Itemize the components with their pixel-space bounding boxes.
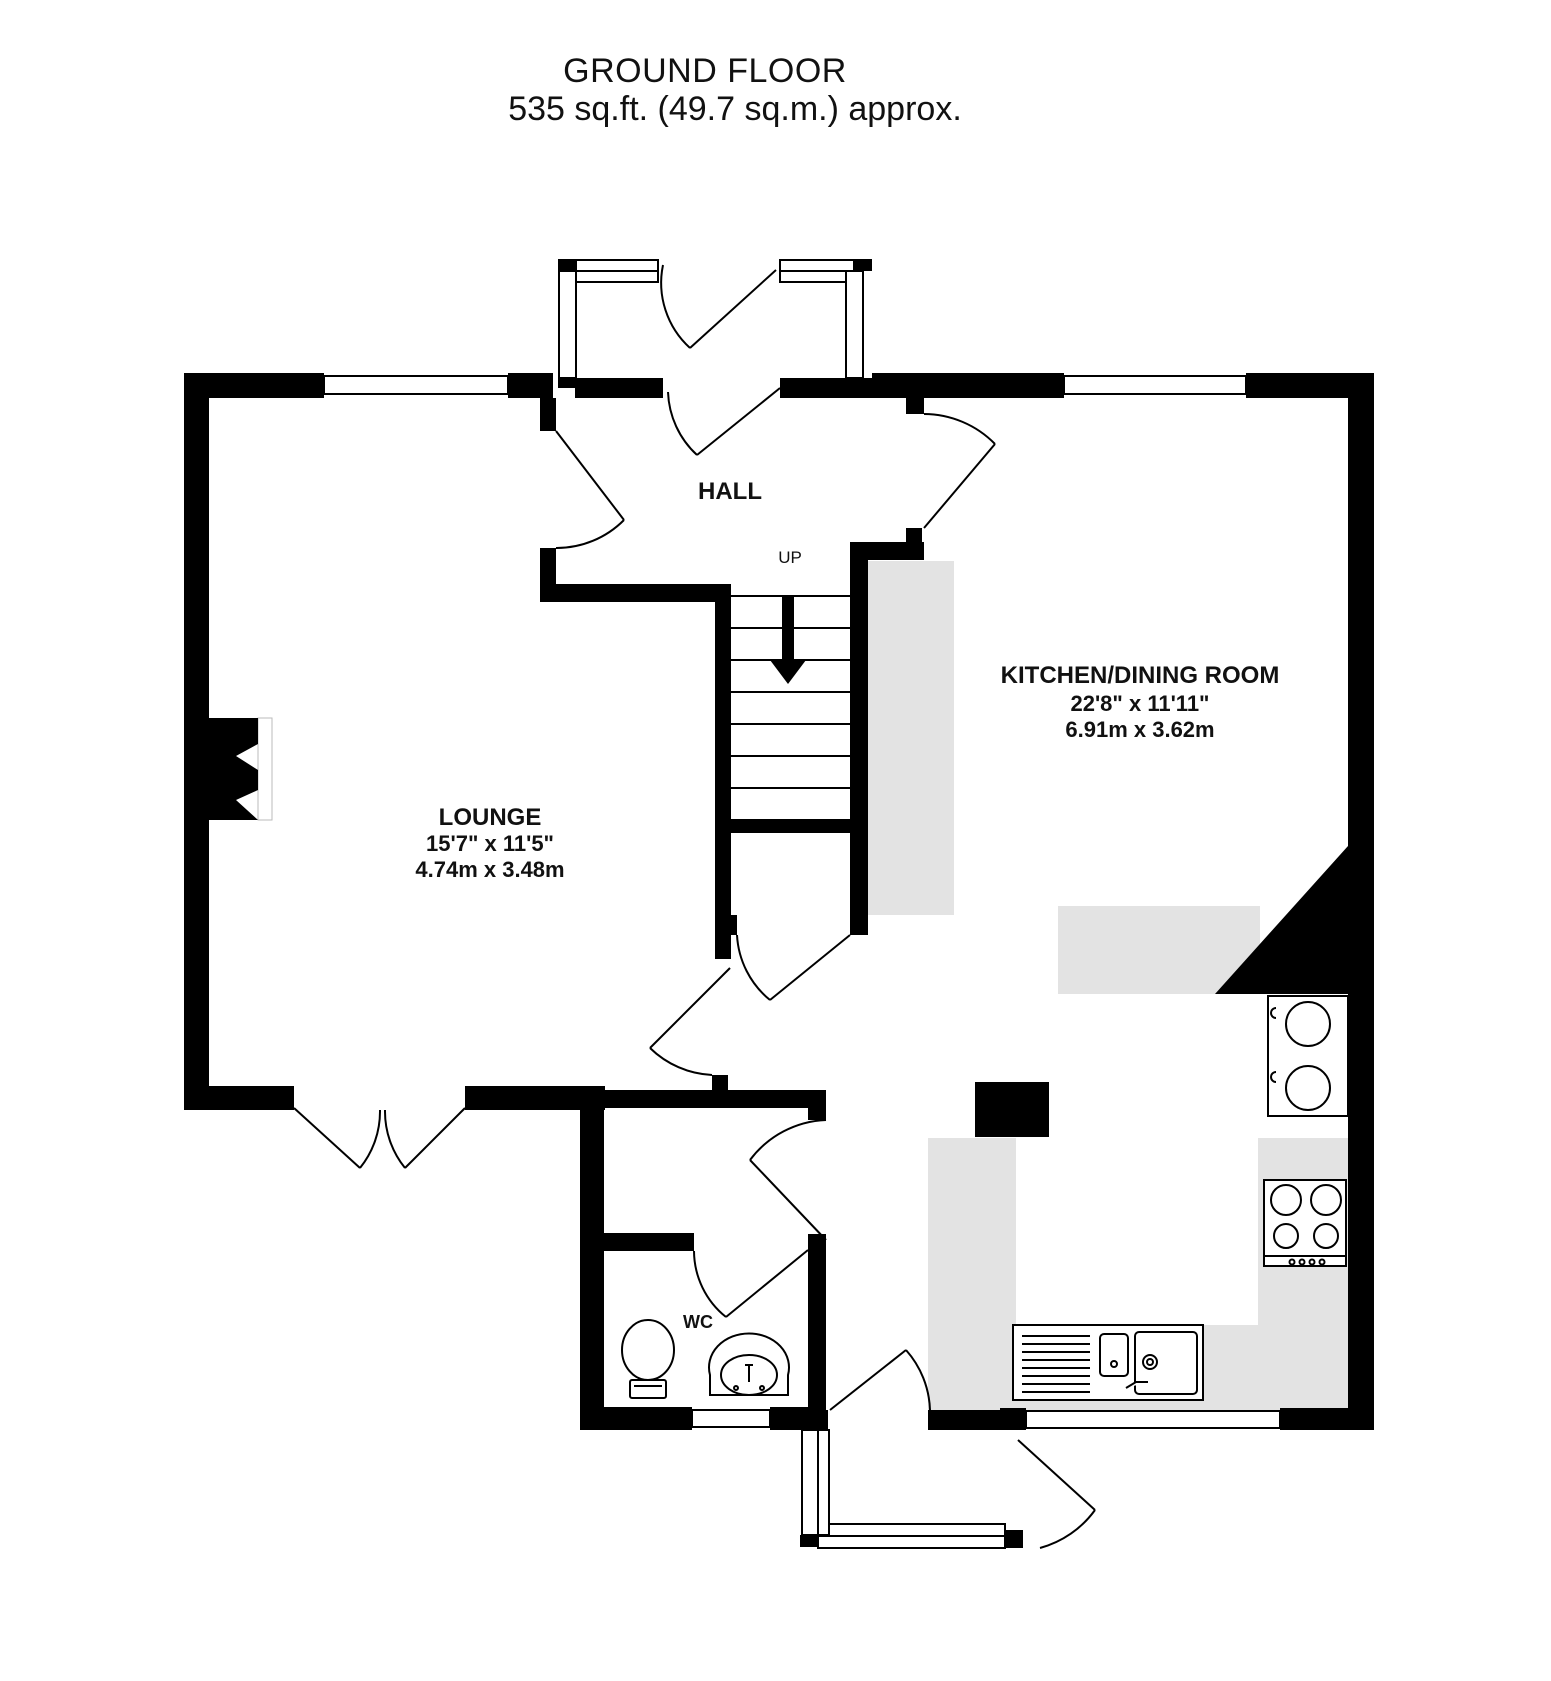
- porch-window-top-left-inner: [575, 270, 659, 283]
- stairs-wall-right: [850, 542, 868, 935]
- double-oven-icon: [1267, 995, 1349, 1117]
- kitchen-wall-top-stub: [906, 398, 924, 414]
- porch-top-left-corner: [558, 378, 576, 388]
- porch-window-bottom-h: [817, 1535, 1006, 1549]
- porch-window-bottom-v-inner: [817, 1429, 830, 1536]
- hall-label: HALL: [698, 478, 762, 505]
- porch-bottom-post: [1000, 1408, 1026, 1428]
- wc-wall-bottom-left: [580, 1407, 692, 1430]
- kitchen-dim-imperial: 22'8" x 11'11": [1070, 691, 1210, 716]
- hall-wall-left-lower: [540, 548, 556, 590]
- lounge-inner-door: [649, 967, 731, 1076]
- basin-icon: [708, 1332, 790, 1396]
- kitchen-wall-top-left: [872, 373, 1064, 398]
- stairs-up-label: UP: [778, 548, 802, 567]
- lounge-wall-left: [184, 373, 209, 1110]
- porch-bottom-end-right: [1005, 1530, 1023, 1548]
- porch-window-bottom-v: [801, 1429, 819, 1536]
- stairs-wall-left: [715, 584, 731, 959]
- floor-title: GROUND FLOOR: [563, 52, 847, 90]
- hall-wall-top-left: [575, 378, 663, 398]
- porch-window-top-left-h: [575, 259, 659, 272]
- hall-wall-bottom: [540, 584, 720, 602]
- hall-entry-door: [667, 387, 781, 456]
- porch-top-left-cap: [558, 259, 576, 271]
- kitchen-back-door: [829, 1349, 931, 1411]
- porch-window-top-right-inner: [779, 270, 847, 283]
- fireplace-icon: [209, 717, 273, 821]
- wc-wall-top: [604, 1090, 826, 1108]
- kitchen-dim-metric: 6.91m x 3.62m: [1065, 717, 1215, 742]
- wc-wall-mid: [604, 1233, 694, 1251]
- porch-window-bottom-h-inner: [828, 1523, 1006, 1537]
- walls: [184, 259, 1374, 1548]
- kitchen-tall-unit: [868, 561, 954, 915]
- kitchen-pillar: [975, 1082, 1049, 1137]
- sink-icon: [1012, 1324, 1204, 1401]
- porch-window-top-right-h: [779, 259, 855, 272]
- hall-door-jamb: [712, 1075, 728, 1090]
- porch-bottom-end-left: [800, 1535, 818, 1547]
- porch-bottom-left-cap: [800, 1410, 828, 1430]
- kitchen-wall-bottom-right: [1280, 1408, 1374, 1430]
- porch-bottom-door: [1017, 1439, 1096, 1549]
- porch-top-right-cap: [854, 259, 872, 271]
- kitchen-window-top: [1063, 375, 1247, 395]
- stairs-arrow-icon: [770, 596, 806, 684]
- porch-window-top-right-v: [845, 270, 864, 379]
- wc-wall-left: [580, 1086, 604, 1430]
- kitchen-counter-top: [1058, 906, 1260, 994]
- cloak-door: [749, 1119, 827, 1241]
- lounge-wall-top-right: [508, 373, 553, 398]
- wc-window: [691, 1409, 771, 1428]
- lounge-hall-door: [555, 430, 625, 550]
- kitchen-corner-unit: [1215, 846, 1348, 994]
- lounge-dim-metric: 4.74m x 3.48m: [415, 857, 565, 882]
- lounge-wall-top-left: [184, 373, 324, 398]
- lounge-dim-imperial: 15'7" x 11'5": [426, 831, 554, 856]
- lounge-window: [323, 375, 509, 395]
- stairs-wall-bottom: [728, 819, 850, 833]
- lounge-name: LOUNGE: [438, 804, 542, 831]
- porch-top-right-corner: [842, 378, 860, 388]
- floor-area: 535 sq.ft. (49.7 sq.m.) approx.: [508, 90, 962, 128]
- kitchen-name: KITCHEN/DINING ROOM: [1000, 662, 1280, 689]
- kitchen-hall-door: [923, 413, 996, 529]
- kitchen-wall-right: [1348, 373, 1374, 1430]
- toilet-icon: [621, 1319, 675, 1399]
- windows: [323, 259, 1281, 1549]
- wc-door: [693, 1249, 809, 1318]
- porch-window-top-left-v: [558, 270, 577, 379]
- lounge-french-doors: [293, 1107, 466, 1169]
- lounge-wall-bottom-left: [184, 1086, 294, 1110]
- wc-wall-top-stub: [808, 1090, 826, 1120]
- hob-icon: [1263, 1179, 1347, 1267]
- wc-wall-right: [808, 1234, 826, 1412]
- stairs-door-stub: [731, 915, 737, 935]
- wc-label: WC: [683, 1312, 713, 1332]
- kitchen-window-bottom: [1025, 1410, 1281, 1429]
- understairs-door: [736, 934, 851, 1001]
- hall-wall-left-upper: [540, 398, 556, 431]
- doors: [293, 264, 1096, 1549]
- kitchen-door-stop: [906, 528, 922, 550]
- kitchen-door-jamb: [850, 542, 924, 560]
- porch-front-door: [660, 264, 777, 349]
